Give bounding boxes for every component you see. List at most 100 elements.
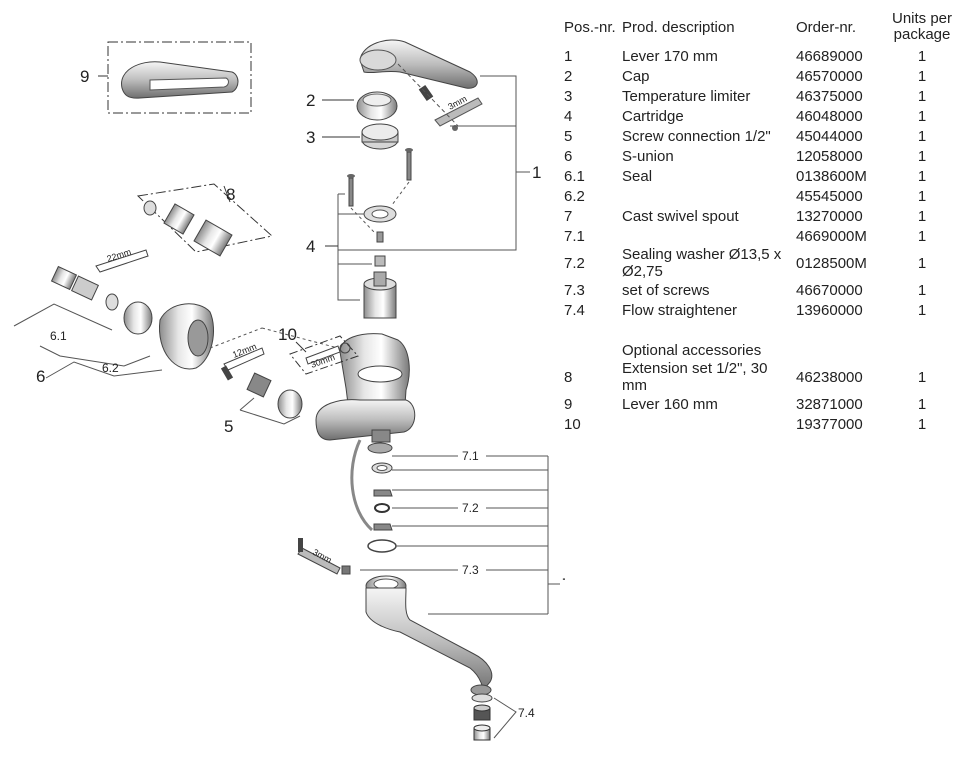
cell-desc: Cartridge [622,107,684,125]
parts-table: Pos.-nr. Prod. description Order-nr. Uni… [562,8,956,434]
cell-units: 1 [917,87,927,105]
table-row: 1 Lever 170 mm 46689000 1 [562,46,956,66]
cell-order: 46238000 [796,368,863,386]
cell-pos: 1 [564,47,573,65]
cell-units: 1 [917,147,927,165]
mixer-body [315,333,416,443]
table-row: 7.3 set of screws 46670000 1 [562,280,956,300]
cell-units: 1 [917,107,927,125]
lever-170-part [359,39,478,89]
cell-pos: 8 [564,368,573,386]
cell-pos: 7.1 [564,227,585,245]
callout-6: 6 [36,367,45,386]
optional-accessories-heading: Optional accessories [622,341,762,359]
cell-units: 1 [917,167,927,185]
header-order-number: Order-nr. [796,18,857,36]
extension-set-box: 8 [136,183,274,257]
swivel-spout-part [365,575,493,696]
cell-desc: Lever 160 mm [622,395,718,413]
optional-lever-160-box: 9 [80,41,252,114]
callout-7-3: 7.3 [462,563,479,577]
callout-1: 1 [532,163,541,182]
cell-pos: 6 [564,147,573,165]
screw-connection-part: 5 [224,372,303,436]
cell-pos: 7 [564,207,573,225]
table-spacer-row [562,320,956,340]
cell-pos: 6.2 [564,187,585,205]
callout-7-4: 7.4 [518,706,535,720]
cell-pos: 5 [564,127,573,145]
cell-order: 13960000 [796,301,863,319]
optional-heading-row: Optional accessories [562,340,956,360]
cell-desc: set of screws [622,281,710,299]
cell-units: 1 [917,254,927,272]
cell-order: 46670000 [796,281,863,299]
cell-order: 12058000 [796,147,863,165]
callout-4-bracket: 4 [306,193,372,301]
cell-order: 45545000 [796,187,863,205]
hex-key-22mm: 22mm [95,247,149,273]
cell-order: 19377000 [796,415,863,433]
cell-order: 46689000 [796,47,863,65]
cell-order: 46048000 [796,107,863,125]
temperature-limiter-part: 3 [306,123,399,150]
cell-desc: Cap [622,67,650,85]
table-row: 7.4 Flow straightener 13960000 1 [562,300,956,320]
cell-units: 1 [917,207,927,225]
cartridge-screws [347,148,413,233]
cell-pos: 4 [564,107,573,125]
cartridge-part [363,205,397,319]
cell-units: 1 [917,281,927,299]
cell-units: 1 [917,227,927,245]
cell-desc: Lever 170 mm [622,47,718,65]
callout-8: 8 [226,185,235,204]
cell-pos: 7.3 [564,281,585,299]
callout-10: 10 [278,325,297,344]
cell-pos: 10 [564,415,581,433]
cell-order: 4669000M [796,227,867,245]
spout-seal-stack [350,439,397,553]
cell-desc: Screw connection 1/2" [622,127,771,145]
cell-units: 1 [917,127,927,145]
cell-desc: Extension set 1/2", 30 mm [622,360,768,394]
cell-desc: Temperature limiter [622,87,751,105]
table-row: 6 S-union 12058000 1 [562,146,956,166]
table-header-row: Pos.-nr. Prod. description Order-nr. Uni… [562,8,956,46]
cell-desc: Seal [622,167,653,185]
cell-order: 0138600M [796,167,867,185]
cell-order: 32871000 [796,395,863,413]
cell-order: 45044000 [796,127,863,145]
callout-9: 9 [80,67,89,86]
table-row: 5 Screw connection 1/2" 45044000 1 [562,126,956,146]
cell-units: 1 [917,301,927,319]
callout-2: 2 [306,91,315,110]
cell-desc: Sealing washer Ø13,5 x Ø2,75 [622,246,782,280]
table-row: 10 19377000 1 [562,414,956,434]
callout-6-1: 6.1 [50,329,67,343]
cell-pos: 7.2 [564,254,585,272]
cell-units: 1 [917,47,927,65]
cell-desc [620,226,794,246]
cell-units: 1 [917,395,927,413]
cell-units: 1 [917,415,927,433]
cell-pos: 2 [564,67,573,85]
callout-5: 5 [224,417,233,436]
header-units-per-package: Units per package [891,10,953,43]
svg-text:30mm: 30mm [309,352,336,370]
callout-7-1: 7.1 [462,449,479,463]
cap-part: 2 [306,91,398,121]
flow-straightener-part: 7.4 [471,693,535,741]
table-row: 4 Cartridge 46048000 1 [562,106,956,126]
cell-desc: Flow straightener [622,301,738,319]
cell-order: 46570000 [796,67,863,85]
cell-pos: 7.4 [564,301,585,319]
exploded-parts-diagram: 9 3mm 1 2 3 [13,39,565,741]
cell-desc: S-union [622,147,674,165]
